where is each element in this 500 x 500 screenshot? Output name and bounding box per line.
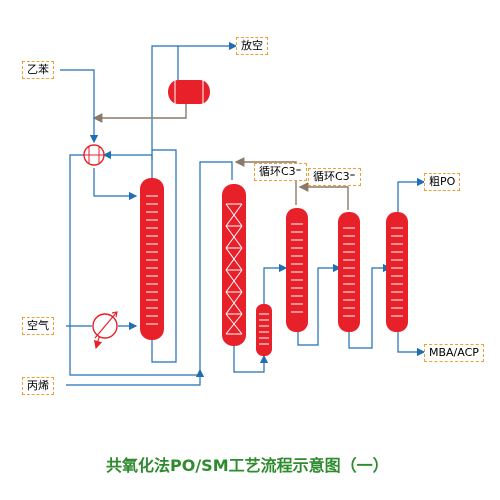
ethylbenzene-line [60,69,99,144]
mba-acp-line [397,330,426,357]
recycle-c3-line-2 [298,182,349,210]
vent-line [177,41,238,80]
vent-label: 放空 [236,37,268,55]
propylene-line [66,368,205,386]
recycle-c3-label-2: 循环C3⁼ [308,168,361,186]
separator-vessel-icon [256,304,272,356]
distillation-column-2-icon [338,212,360,332]
reactor-to-vessel-line [233,345,269,373]
mba-acp-label: MBA/ACP [424,344,484,362]
drum-recycle-line [92,104,187,123]
epoxidation-reactor-icon [222,184,246,346]
distillation-column-3-icon [386,212,408,332]
crude-po-line [397,177,426,212]
exchanger-loop-line [102,150,153,178]
drum-feed-line [151,45,178,160]
ethylbenzene-label: 乙苯 [22,61,54,79]
heat-exchanger-icon [83,144,105,166]
distillation-column-1-icon [286,208,308,332]
propylene-label: 丙烯 [22,377,54,395]
tower-bottom-line [151,149,177,363]
vent-drum-icon [168,80,210,104]
col2-to-col3-line [348,263,392,349]
exchanger-out-line [93,168,138,201]
recycle-c3-line-1 [234,157,297,205]
col1-to-col2-line [297,263,342,346]
crude-po-label: 粗PO [424,173,461,191]
air-label: 空气 [22,317,54,335]
outer-loop-line [69,154,200,376]
oxidation-tower-icon [140,178,164,340]
vessel-to-col1-line [263,263,288,304]
air-heater-icon [92,311,118,339]
recycle-c3-label-1: 循环C3⁼ [254,163,307,181]
diagram-title: 共氧化法PO/SM工艺流程示意图（一） [106,456,389,475]
propylene-to-reactor-line [199,161,233,375]
